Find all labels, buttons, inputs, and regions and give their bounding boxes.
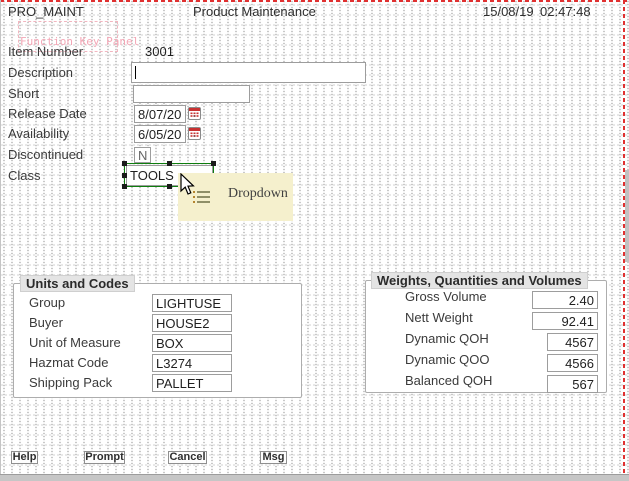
item-number-label: Item Number bbox=[8, 44, 84, 59]
hazmat-code-input[interactable]: L3274 bbox=[152, 354, 232, 372]
weights-title: Weights, Quantities and Volumes bbox=[371, 272, 588, 289]
release-date-value: 8/07/20 bbox=[138, 106, 182, 122]
resize-handle[interactable] bbox=[167, 161, 172, 166]
resize-handle[interactable] bbox=[211, 161, 216, 166]
shipping-pack-value: PALLET bbox=[156, 375, 204, 391]
drag-ghost-dropdown[interactable]: Dropdown bbox=[178, 173, 293, 221]
discontinued-label: Discontinued bbox=[8, 147, 84, 162]
hazmat-code-label: Hazmat Code bbox=[29, 355, 109, 370]
msg-button[interactable]: Msg bbox=[260, 451, 287, 464]
group-input[interactable]: LIGHTUSE bbox=[152, 294, 232, 312]
nett-weight-input[interactable]: 92.41 bbox=[532, 312, 598, 330]
group-label: Group bbox=[29, 295, 66, 310]
class-value: TOOLS bbox=[130, 168, 174, 183]
dynamic-qoh-label: Dynamic QOH bbox=[405, 331, 489, 346]
text-caret bbox=[135, 66, 136, 79]
discontinued-input[interactable]: N bbox=[134, 147, 151, 163]
prompt-button[interactable]: Prompt bbox=[84, 451, 125, 464]
balanced-qoh-label: Balanced QOH bbox=[405, 373, 493, 388]
resize-handle[interactable] bbox=[122, 161, 127, 166]
gross-volume-label: Gross Volume bbox=[405, 289, 487, 304]
dynamic-qoo-label: Dynamic QOO bbox=[405, 352, 490, 367]
dynamic-qoh-input[interactable]: 4567 bbox=[547, 333, 598, 351]
hazmat-code-value: L3274 bbox=[156, 355, 193, 371]
resize-handle[interactable] bbox=[122, 173, 127, 178]
canvas-edge-left bbox=[0, 0, 1, 474]
units-and-codes-title: Units and Codes bbox=[20, 275, 135, 292]
availability-value: 6/05/20 bbox=[138, 126, 182, 142]
unit-of-measure-input[interactable]: BOX bbox=[152, 334, 232, 352]
drag-ghost-label: Dropdown bbox=[228, 186, 288, 201]
unit-of-measure-label: Unit of Measure bbox=[29, 335, 121, 350]
release-date-label: Release Date bbox=[8, 106, 87, 121]
page-title: Product Maintenance bbox=[193, 4, 316, 19]
release-date-input[interactable]: 8/07/20 bbox=[134, 105, 186, 123]
help-button[interactable]: Help bbox=[11, 451, 38, 464]
buyer-input[interactable]: HOUSE2 bbox=[152, 314, 232, 332]
class-label: Class bbox=[8, 168, 41, 183]
function-key-panel-label: Function Key Panel bbox=[20, 35, 140, 48]
header-time: 02:47:48 bbox=[540, 4, 591, 19]
buyer-value: HOUSE2 bbox=[156, 315, 210, 331]
resize-handle[interactable] bbox=[122, 184, 127, 189]
availability-label: Availability bbox=[8, 126, 70, 141]
description-input[interactable] bbox=[131, 62, 366, 83]
header-date: 15/08/19 bbox=[483, 4, 534, 19]
description-label: Description bbox=[8, 65, 74, 80]
cancel-button[interactable]: Cancel bbox=[168, 451, 207, 464]
gross-volume-value: 2.40 bbox=[568, 292, 594, 308]
dynamic-qoo-input[interactable]: 4566 bbox=[547, 354, 598, 372]
group-value: LIGHTUSE bbox=[156, 295, 222, 311]
short-label: Short bbox=[8, 86, 40, 101]
resize-handle[interactable] bbox=[167, 184, 172, 189]
dynamic-qoh-value: 4567 bbox=[565, 334, 594, 350]
shipping-pack-label: Shipping Pack bbox=[29, 375, 113, 390]
dynamic-qoo-value: 4566 bbox=[565, 355, 594, 371]
calendar-icon[interactable] bbox=[188, 107, 201, 120]
gross-volume-input[interactable]: 2.40 bbox=[532, 291, 598, 309]
function-key-panel[interactable]: Function Key Panel bbox=[18, 21, 139, 52]
nett-weight-value: 92.41 bbox=[561, 313, 594, 329]
buyer-label: Buyer bbox=[29, 315, 63, 330]
calendar-icon[interactable] bbox=[188, 127, 201, 140]
canvas-boundary-top bbox=[0, 0, 629, 2]
dropdown-list-icon bbox=[193, 191, 210, 203]
balanced-qoh-input[interactable]: 567 bbox=[547, 375, 598, 393]
item-number-value: 3001 bbox=[145, 44, 174, 59]
unit-of-measure-value: BOX bbox=[156, 335, 184, 351]
mouse-cursor-icon bbox=[180, 173, 195, 195]
canvas-boundary-right bbox=[623, 0, 625, 481]
balanced-qoh-value: 567 bbox=[572, 376, 594, 392]
short-input[interactable] bbox=[133, 85, 250, 103]
shipping-pack-input[interactable]: PALLET bbox=[152, 374, 232, 392]
vertical-scrollbar-thumb[interactable] bbox=[625, 170, 629, 262]
discontinued-value: N bbox=[138, 147, 148, 163]
program-name: PRO_MAINT bbox=[8, 4, 84, 19]
horizontal-scrollbar[interactable] bbox=[0, 474, 629, 481]
nett-weight-label: Nett Weight bbox=[405, 310, 473, 325]
availability-input[interactable]: 6/05/20 bbox=[134, 125, 186, 143]
